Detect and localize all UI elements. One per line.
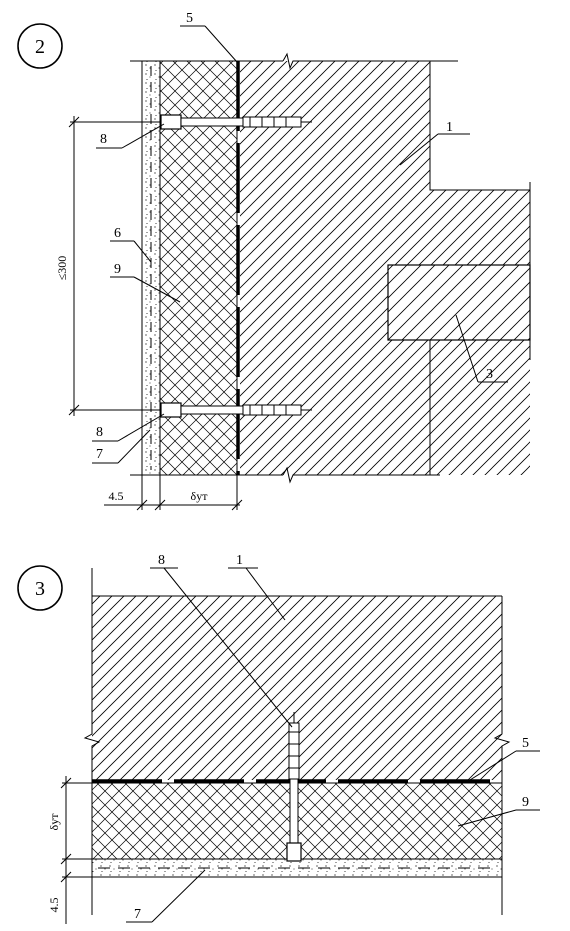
- callout-1-label: 1: [446, 120, 453, 135]
- detail-3-number-marker: 3: [17, 565, 63, 611]
- detail-2: 2: [17, 11, 531, 511]
- callout-5-label: 5: [522, 736, 529, 751]
- callout-8-label: 8: [158, 553, 165, 568]
- floor-slab-hatch: [388, 265, 530, 340]
- callout-3: 3: [455, 314, 508, 383]
- callout-9-label: 9: [522, 795, 529, 810]
- detail-2-number: 2: [35, 36, 45, 58]
- dimension-spacing-label: ≤300: [55, 256, 69, 281]
- callout-1: 1: [399, 120, 470, 166]
- callout-7-label: 7: [96, 447, 103, 462]
- dimension-render-label: 4.5: [109, 489, 124, 503]
- callout-5: 5: [469, 736, 540, 781]
- callout-8-top-label: 8: [100, 132, 107, 147]
- wall-outline-upper: [429, 61, 530, 191]
- masonry-wall: [240, 61, 530, 475]
- callout-9-label: 9: [114, 262, 121, 277]
- callout-8-bottom-label: 8: [96, 425, 103, 440]
- detail-2-number-marker: 2: [17, 23, 63, 69]
- callout-7: 7: [92, 429, 151, 464]
- detail-3: 3: [17, 553, 540, 924]
- callout-6-label: 6: [114, 226, 121, 241]
- dimension-thickness: δут 4.5: [47, 776, 92, 924]
- callout-9: 9: [110, 262, 181, 303]
- callout-7-label: 7: [134, 907, 141, 922]
- callout-5: 5: [180, 11, 238, 63]
- callout-1-label: 1: [236, 553, 243, 568]
- callout-3-label: 3: [486, 367, 493, 382]
- anchor-bottom: [160, 402, 312, 418]
- callout-8: 8: [150, 553, 293, 728]
- callout-8-top: 8: [96, 123, 165, 149]
- callout-8-bottom: 8: [92, 413, 165, 442]
- callout-1: 1: [228, 553, 286, 621]
- detail-3-number: 3: [35, 578, 45, 600]
- dimension-render-label: 4.5: [47, 898, 61, 913]
- callout-9: 9: [457, 795, 540, 827]
- callout-6: 6: [110, 226, 152, 263]
- callout-7: 7: [126, 869, 206, 923]
- dimension-thickness: 4.5 δут: [104, 475, 243, 511]
- callout-5-label: 5: [186, 11, 193, 26]
- dimension-insulation-label: δут: [191, 489, 209, 503]
- anchor: [286, 712, 302, 862]
- anchor-top: [160, 114, 312, 130]
- dimension-spacing: ≤300: [55, 116, 160, 416]
- dimension-insulation-label: δут: [47, 813, 61, 831]
